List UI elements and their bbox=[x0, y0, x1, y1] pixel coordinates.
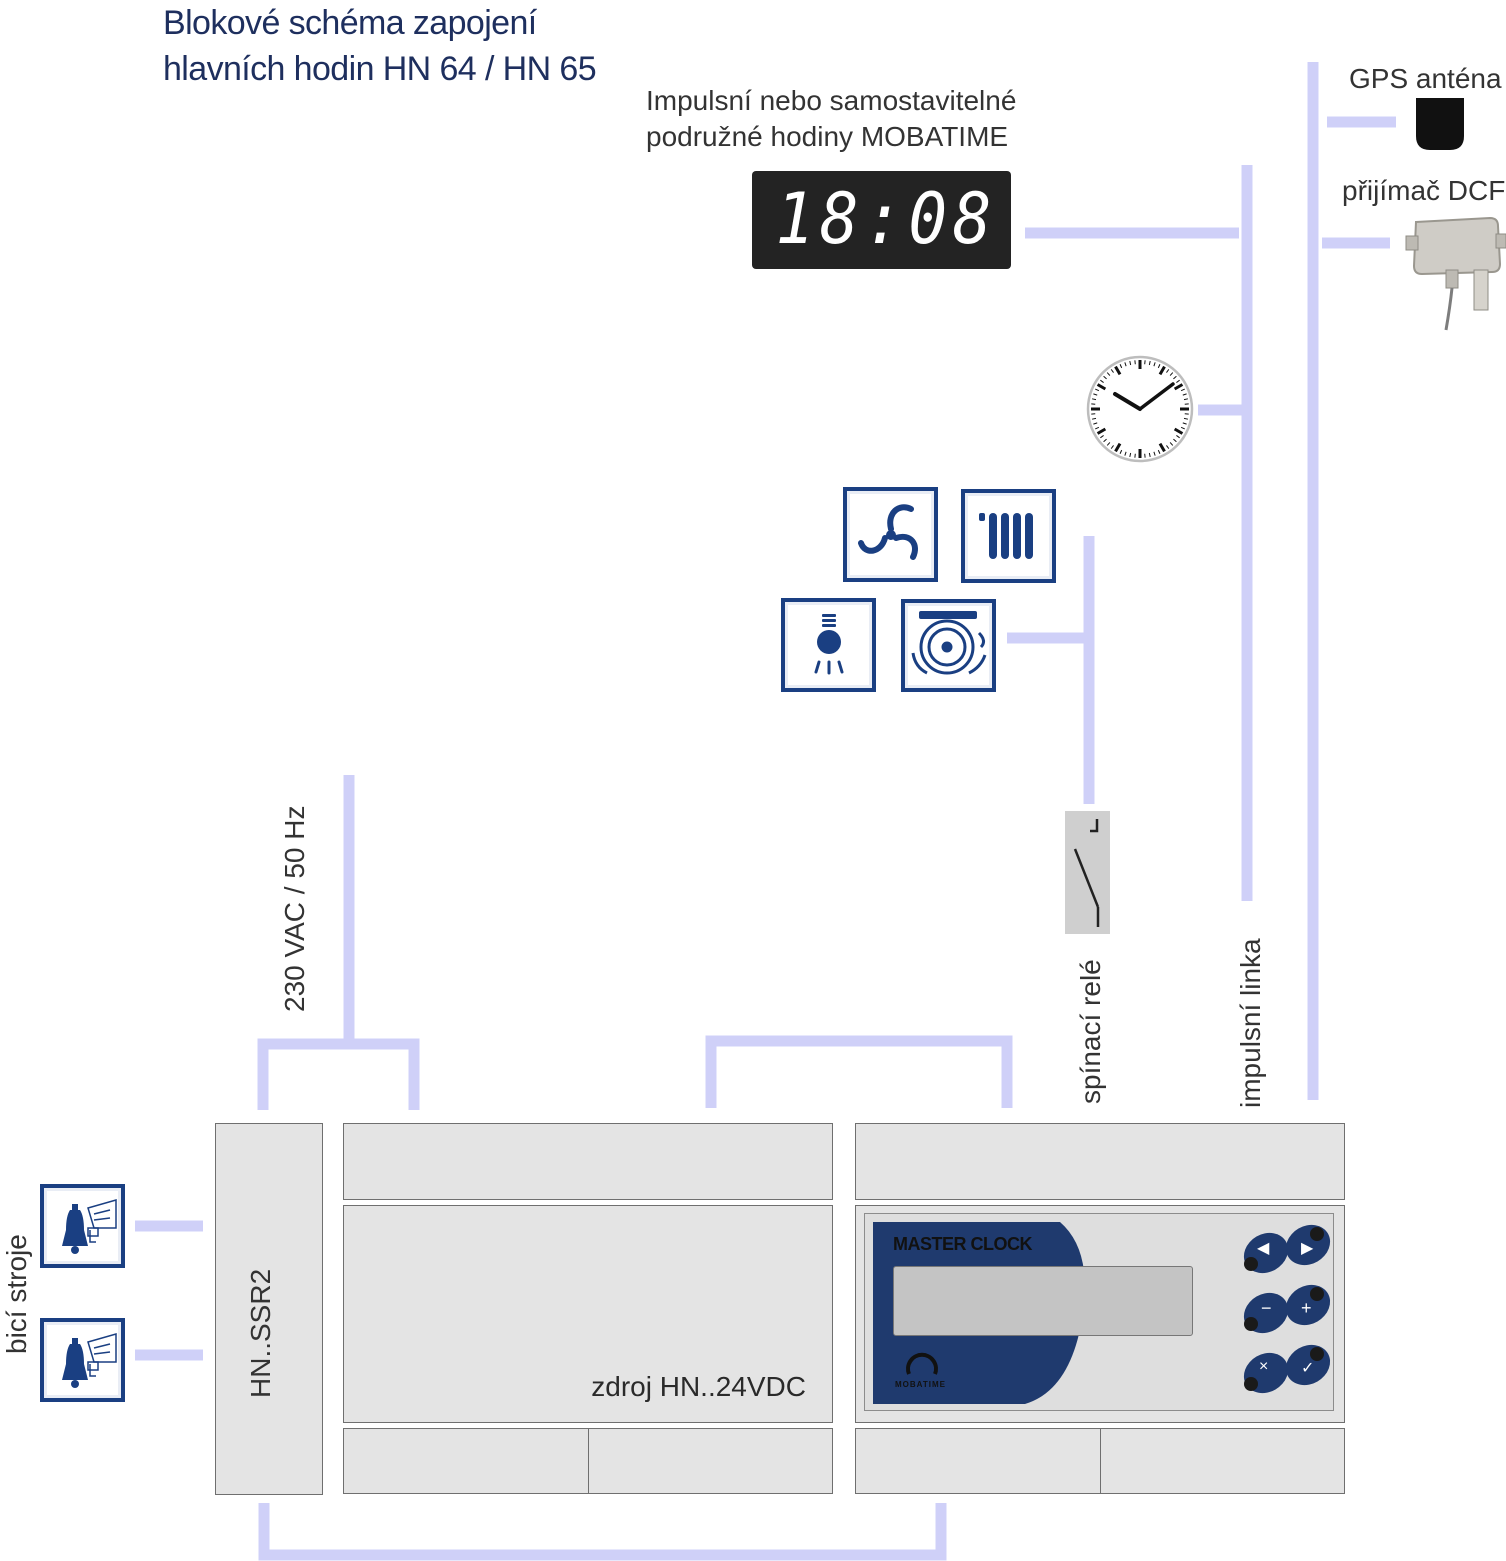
alarm-bell-icon bbox=[901, 599, 996, 692]
clock-tick bbox=[1183, 417, 1189, 420]
clock-tick bbox=[1166, 369, 1170, 373]
clock-tick bbox=[1180, 388, 1185, 392]
clock-tick bbox=[1119, 449, 1123, 454]
mobatime-logo-icon bbox=[906, 1352, 938, 1375]
ssr-module bbox=[215, 1123, 323, 1495]
clock-tick bbox=[1103, 438, 1107, 443]
clock-tick bbox=[1148, 452, 1151, 458]
gps-label: GPS anténa bbox=[1349, 63, 1502, 94]
clock-tick bbox=[1096, 427, 1107, 435]
clock-tick bbox=[1157, 364, 1161, 369]
digital-clock: 18:08 bbox=[752, 171, 1011, 269]
clock-tick bbox=[1158, 365, 1166, 376]
clock-tick bbox=[1091, 417, 1097, 420]
clock-tick bbox=[1176, 379, 1180, 383]
psu-body: zdroj HN..24VDC bbox=[343, 1205, 833, 1423]
clock-tick bbox=[1180, 426, 1185, 430]
clock-tick bbox=[1110, 369, 1114, 373]
clock-tick bbox=[1100, 379, 1104, 383]
master-clock-display bbox=[893, 1266, 1193, 1336]
clock-tick bbox=[1166, 445, 1170, 449]
impulse-line-label: impulsní linka bbox=[1235, 938, 1266, 1108]
clock-tick bbox=[1176, 435, 1180, 439]
psu-label: zdroj HN..24VDC bbox=[591, 1371, 806, 1402]
clock-tick bbox=[1114, 365, 1122, 376]
clock-tick bbox=[1169, 372, 1174, 376]
master-top-terminal bbox=[855, 1123, 1345, 1200]
clock-tick bbox=[1129, 452, 1132, 458]
dcf-receiver-icon bbox=[1405, 216, 1506, 331]
button-confirm-label: ✓ bbox=[1301, 1360, 1315, 1377]
bell-machines-label: bicí stroje bbox=[1, 1234, 32, 1354]
clock-tick bbox=[1096, 383, 1107, 391]
mains-wire bbox=[257, 1038, 420, 1110]
button-right-label: ▶ bbox=[1301, 1240, 1314, 1257]
psu-master-wire bbox=[705, 1035, 1013, 1108]
diagram-title: Blokové schéma zapojení hlavních hodin H… bbox=[163, 0, 597, 92]
clock-tick bbox=[1173, 383, 1184, 391]
button-minus-label: − bbox=[1261, 1298, 1272, 1318]
psu-bottom-terminal-right bbox=[588, 1428, 833, 1494]
clock-tick bbox=[1173, 427, 1184, 435]
clock-tick bbox=[1114, 442, 1122, 453]
button-plus-label: + bbox=[1301, 1298, 1312, 1318]
title-line-2: hlavních hodin HN 64 / HN 65 bbox=[163, 50, 597, 88]
ssr-master-wire bbox=[258, 1503, 947, 1561]
heating-radiator-icon bbox=[961, 489, 1056, 583]
clock-tick bbox=[1093, 422, 1098, 425]
dcf-label: přijímač DCF bbox=[1342, 175, 1506, 206]
ventilation-icon bbox=[843, 487, 938, 582]
clock-tick bbox=[1158, 442, 1166, 453]
title-line-1: Blokové schéma zapojení bbox=[163, 4, 537, 42]
clock-tick bbox=[1106, 442, 1111, 446]
master-clock-panel-title: MASTER CLOCK bbox=[893, 1234, 1033, 1254]
clock-tick bbox=[1182, 422, 1187, 425]
clock-tick bbox=[1095, 388, 1100, 392]
clock-tick bbox=[1153, 362, 1156, 367]
clock-tick bbox=[1124, 362, 1127, 367]
relay-label: spínací relé bbox=[1075, 959, 1106, 1104]
button-cancel-label: × bbox=[1259, 1358, 1269, 1375]
clock-tick bbox=[1110, 445, 1114, 449]
master-clock-faceplate: MASTER CLOCK MOBATIME ◀ ▶ − + × ✓ bbox=[864, 1213, 1338, 1411]
clock-tick bbox=[1095, 426, 1100, 430]
master-bottom-terminal-right bbox=[1100, 1428, 1345, 1494]
clock-tick bbox=[1129, 360, 1132, 366]
button-left-label: ◀ bbox=[1257, 1240, 1270, 1257]
lighting-bulb-icon bbox=[781, 598, 876, 692]
bell-machine-icon-2 bbox=[40, 1318, 125, 1402]
slave-clocks-label: Impulsní nebo samostavitelné podružné ho… bbox=[646, 84, 1016, 154]
psu-bottom-terminal-left bbox=[343, 1428, 589, 1494]
clock-tick bbox=[1106, 372, 1111, 376]
clock-tick bbox=[1124, 451, 1127, 456]
clock-tick bbox=[1182, 393, 1187, 396]
clock-tick bbox=[1183, 398, 1189, 401]
clock-tick bbox=[1091, 398, 1097, 401]
clock-tick bbox=[1119, 364, 1123, 369]
clock-tick bbox=[1100, 435, 1104, 439]
analog-clock-icon bbox=[1086, 355, 1194, 463]
clock-tick bbox=[1153, 451, 1156, 456]
psu-top-terminal bbox=[343, 1123, 833, 1200]
clock-tick bbox=[1173, 375, 1177, 380]
master-clock-brand: MOBATIME bbox=[895, 1380, 946, 1389]
ssr-module-label: HN..SSR2 bbox=[245, 1268, 276, 1398]
master-clock-body: MASTER CLOCK MOBATIME ◀ ▶ − + × ✓ bbox=[855, 1205, 1345, 1423]
mains-voltage-label: 230 VAC / 50 Hz bbox=[279, 805, 310, 1012]
gps-antenna-icon bbox=[1416, 98, 1464, 150]
bell-machine-icon-1 bbox=[40, 1184, 125, 1268]
master-bottom-terminal-left bbox=[855, 1428, 1101, 1494]
clock-tick bbox=[1093, 393, 1098, 396]
slave-clocks-label-line-2: podružné hodiny MOBATIME bbox=[646, 121, 1009, 152]
slave-clocks-label-line-1: Impulsní nebo samostavitelné bbox=[646, 85, 1017, 116]
clock-tick bbox=[1157, 449, 1161, 454]
clock-tick bbox=[1169, 442, 1174, 446]
clock-tick bbox=[1103, 375, 1107, 380]
clock-tick bbox=[1173, 438, 1177, 443]
clock-tick bbox=[1148, 360, 1151, 366]
switching-relay bbox=[1065, 811, 1110, 934]
digital-clock-time: 18:08 bbox=[775, 178, 997, 260]
